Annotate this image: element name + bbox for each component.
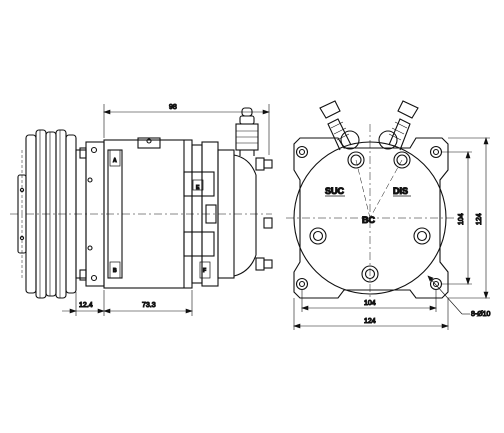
- dim-label-104-v: 104: [458, 213, 465, 225]
- service-valve: [235, 107, 259, 156]
- boss-bottom: [361, 265, 379, 283]
- corner-hole-bl: [295, 277, 309, 291]
- corner-hole-br: [429, 277, 443, 291]
- label-bc: BC: [362, 215, 375, 225]
- dim-bottom: [62, 290, 193, 316]
- end-flange: [293, 137, 449, 299]
- dim-label-104-h: 104: [364, 300, 376, 307]
- clutch-pulley: [17, 129, 77, 299]
- boss-left: [309, 227, 327, 245]
- rear-head: [191, 141, 273, 287]
- corner-hole-tr: [429, 145, 443, 159]
- mark-right: F: [203, 268, 206, 274]
- suction-fitting: [319, 100, 360, 151]
- discharge-port: [393, 151, 411, 169]
- suction-port: [347, 151, 365, 169]
- corner-hole-tl: [295, 145, 309, 159]
- dim-label-holes: 8-Ø10: [471, 311, 491, 318]
- hole-callout-leader: [427, 275, 470, 315]
- dim-label-12-4: 12.4: [79, 302, 93, 309]
- mark-top: A: [113, 158, 117, 164]
- label-suc: SUC: [325, 186, 345, 196]
- mark-middle: E: [196, 185, 200, 191]
- discharge-fitting: [378, 100, 419, 151]
- mark-bottom: B: [113, 268, 117, 274]
- end-view: SUC DIS BC 104 124: [286, 100, 491, 330]
- dim-label-124-h: 124: [364, 318, 376, 325]
- dim-label-73-3: 73.3: [142, 302, 156, 309]
- side-view: A E B F 98 12.4 73.3: [10, 103, 273, 316]
- dim-label-98: 98: [169, 104, 177, 111]
- dim-vertical: [442, 137, 490, 299]
- cylinder-body: [103, 137, 215, 289]
- dim-label-124-v: 124: [476, 213, 483, 225]
- dim-top-length: [103, 104, 270, 155]
- boss-right: [413, 227, 431, 245]
- label-dis: DIS: [393, 186, 408, 196]
- dim-horizontal: [293, 290, 449, 330]
